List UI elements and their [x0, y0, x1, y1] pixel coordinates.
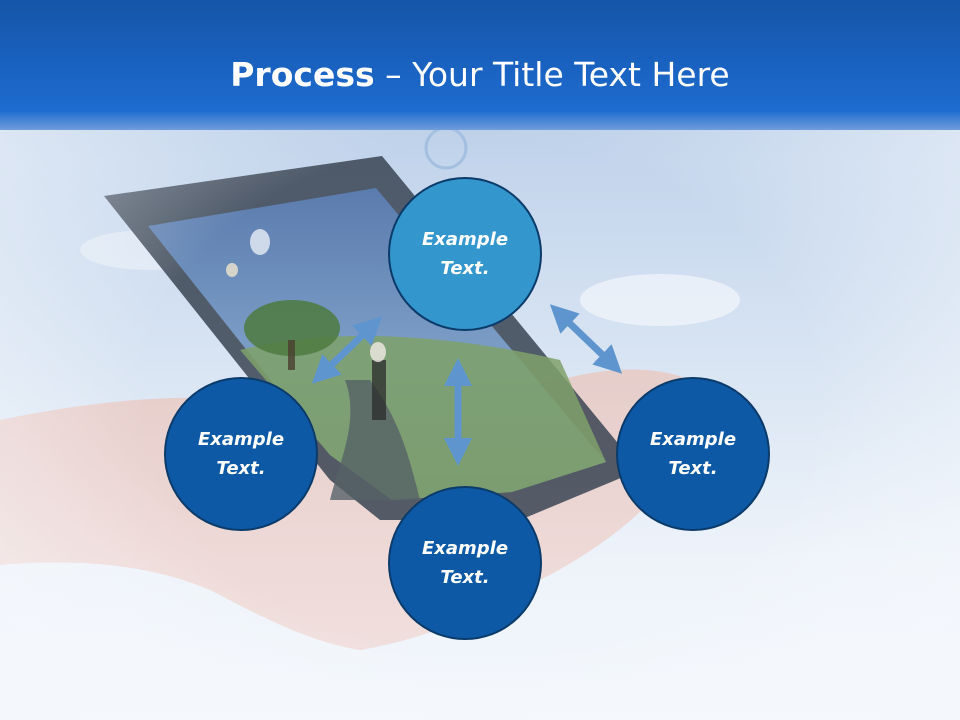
slide-title: Process – Your Title Text Here — [0, 55, 960, 95]
node-top-line1: Example — [421, 229, 509, 250]
node-left-line1: Example — [197, 429, 285, 450]
node-right-line1: Example — [649, 429, 737, 450]
arrow-top-left — [311, 316, 383, 384]
title-banner — [0, 0, 960, 130]
node-left-line2: Text. — [216, 458, 266, 479]
title-rest: – Your Title Text Here — [374, 55, 730, 94]
node-top-line2: Text. — [440, 258, 490, 279]
node-right-line2: Text. — [668, 458, 718, 479]
title-bold: Process — [230, 55, 375, 94]
node-bottom-line2: Text. — [440, 567, 490, 588]
arrow-top-right — [549, 304, 623, 374]
node-bottom-line1: Example — [421, 538, 509, 559]
